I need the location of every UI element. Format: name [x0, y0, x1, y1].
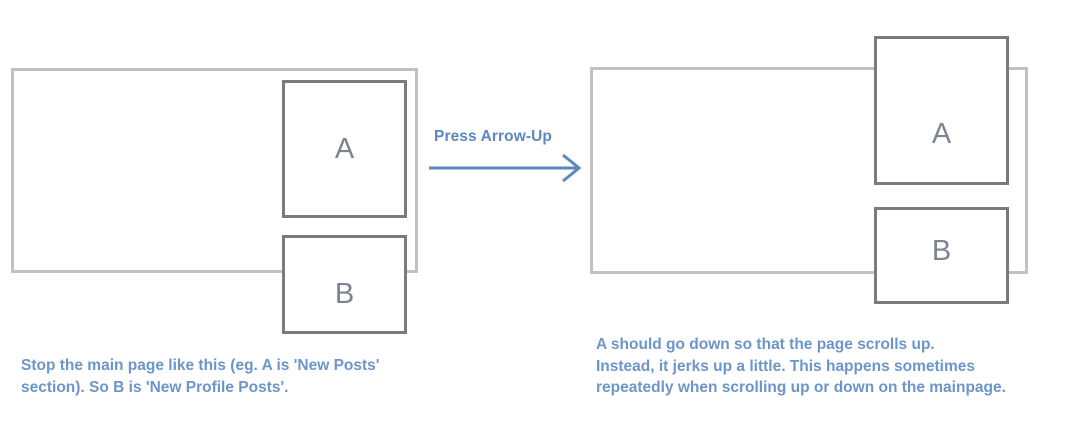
left-caption-text: Stop the main page like this (eg. A is '… — [21, 357, 380, 396]
transition-arrow-group: Press Arrow-Up — [427, 128, 592, 183]
left-section-box-b-label: B — [334, 278, 355, 310]
left-viewport-rect — [11, 68, 418, 273]
right-arrow-icon — [429, 153, 582, 182]
left-section-box-b: B — [282, 235, 407, 334]
right-caption-text: A should go down so that the page scroll… — [596, 336, 1006, 396]
right-section-box-a-label: A — [931, 118, 952, 150]
left-section-box-a: A — [282, 80, 407, 218]
right-section-box-a: A — [874, 36, 1009, 185]
right-section-box-b-label: B — [931, 235, 952, 267]
transition-arrow-label: Press Arrow-Up — [434, 128, 552, 145]
left-section-box-a-label: A — [334, 132, 355, 165]
right-viewport-rect — [590, 67, 1028, 274]
right-section-box-b: B — [874, 207, 1009, 304]
